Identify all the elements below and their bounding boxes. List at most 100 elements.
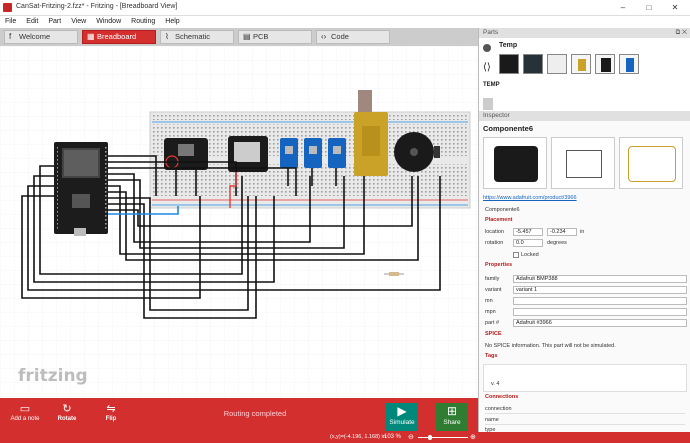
search-icon[interactable] bbox=[483, 44, 491, 52]
rotate-button[interactable]: ↻ Rotate bbox=[52, 402, 82, 422]
lora-module[interactable] bbox=[354, 90, 388, 176]
location-label: location bbox=[485, 229, 504, 235]
part-thumb-1[interactable] bbox=[499, 54, 519, 74]
conn-row-connection: connection bbox=[485, 404, 685, 414]
location-x-input[interactable]: -5.457 bbox=[513, 228, 543, 236]
flip-button[interactable]: ⇋ Flip bbox=[96, 402, 126, 422]
sensor-module-blue-2[interactable] bbox=[304, 138, 322, 168]
menu-window[interactable]: Window bbox=[96, 18, 122, 25]
inspector-body: Componente6 https://www.adafruit.com/pro… bbox=[479, 121, 690, 433]
inspector-title: Componente6 bbox=[483, 124, 534, 133]
conn-row-name: name bbox=[485, 415, 685, 425]
variant-select[interactable]: variant 1 bbox=[513, 286, 687, 294]
app-icon bbox=[3, 3, 12, 12]
tab-schematic[interactable]: ⌇Schematic bbox=[160, 30, 234, 44]
menu-help[interactable]: Help bbox=[165, 18, 180, 25]
blue-wire bbox=[108, 206, 179, 215]
version-label: v. 4 bbox=[491, 381, 500, 387]
flip-icon: ⇋ bbox=[106, 403, 116, 415]
zoom-slider-handle[interactable] bbox=[428, 435, 432, 440]
window-title: CanSat-Fritzing-2.fzz* - Fritzing - [Bre… bbox=[16, 3, 178, 10]
part-number-field[interactable]: Adafruit #3966 bbox=[513, 319, 687, 327]
pcb-icon: ▤ bbox=[243, 32, 251, 41]
prop-key-mn: mn bbox=[485, 298, 493, 304]
tags-section: Tags bbox=[485, 353, 498, 359]
resistor[interactable] bbox=[384, 272, 404, 276]
menu-view[interactable]: View bbox=[71, 18, 87, 25]
prop-key-variant: variant bbox=[485, 287, 502, 293]
part-thumb-2[interactable] bbox=[523, 54, 543, 74]
tab-pcb[interactable]: ▤PCB bbox=[238, 30, 312, 44]
sd-card-module[interactable] bbox=[228, 136, 268, 172]
product-link[interactable]: https://www.adafruit.com/product/3966 bbox=[483, 195, 577, 201]
play-icon: ▶ bbox=[397, 404, 407, 418]
locked-label: Locked bbox=[521, 252, 539, 258]
bmp388-module[interactable] bbox=[164, 138, 208, 170]
circuit-drawing bbox=[0, 46, 478, 398]
parts-search-term[interactable]: Temp bbox=[499, 42, 518, 49]
tags-input[interactable] bbox=[483, 364, 687, 392]
zoom-slider[interactable] bbox=[418, 437, 468, 438]
inspector-header: Inspector bbox=[479, 111, 690, 121]
menu-edit[interactable]: Edit bbox=[26, 18, 39, 25]
parts-header: Parts⧉ ✕ bbox=[479, 28, 690, 38]
mpn-field[interactable] bbox=[513, 308, 687, 316]
zoom-level: 103 % bbox=[384, 434, 402, 440]
part-thumb-4[interactable] bbox=[571, 54, 591, 74]
menu-bar: File Edit Part View Window Routing Help bbox=[0, 16, 690, 28]
prop-key-part-number: part # bbox=[485, 320, 500, 326]
buzzer[interactable] bbox=[394, 132, 440, 172]
note-icon: ▭ bbox=[19, 403, 31, 415]
location-unit[interactable]: in bbox=[580, 229, 585, 235]
prop-key-mpn: mpn bbox=[485, 309, 496, 315]
share-icon: ⊞ bbox=[446, 404, 458, 418]
zoom-in-icon[interactable]: ⊕ bbox=[470, 434, 476, 441]
schematic-icon: ⌇ bbox=[165, 32, 169, 41]
sensor-module-blue-1[interactable] bbox=[280, 138, 298, 168]
breadboard-canvas[interactable] bbox=[0, 46, 478, 398]
connections-section: Connections bbox=[485, 394, 519, 400]
prop-key-family: family bbox=[485, 276, 500, 282]
tab-breadboard[interactable]: ▦Breadboard bbox=[82, 30, 156, 44]
coordinates-readout: (x,y)=(-4.196, 1.168) in bbox=[330, 434, 386, 440]
menu-routing[interactable]: Routing bbox=[131, 18, 156, 25]
menu-part[interactable]: Part bbox=[48, 18, 62, 25]
fritzing-logo: fritzing bbox=[18, 366, 88, 386]
sensor-module-blue-3[interactable] bbox=[328, 138, 346, 168]
family-select[interactable]: Adafruit BMP388 bbox=[513, 275, 687, 283]
share-button[interactable]: ⊞ Share bbox=[436, 403, 468, 431]
panel-close-icon[interactable]: ⧉ ✕ bbox=[675, 29, 687, 36]
code-icon: ‹› bbox=[321, 32, 327, 41]
part-thumb-5[interactable] bbox=[595, 54, 615, 74]
add-note-button[interactable]: ▭ Add a note bbox=[8, 402, 42, 422]
conn-row-type: type bbox=[485, 427, 496, 433]
part-thumb-temp[interactable] bbox=[483, 98, 493, 110]
spice-section: SPICE bbox=[485, 331, 502, 337]
minimize-button[interactable]: – bbox=[620, 3, 626, 12]
tab-code[interactable]: ‹›Code bbox=[316, 30, 390, 44]
part-thumb-3[interactable] bbox=[547, 54, 567, 74]
schematic-view-preview bbox=[551, 137, 615, 189]
rotation-input[interactable]: 0.0 bbox=[513, 239, 543, 247]
status-bar: (x,y)=(-4.196, 1.168) in 103 % ⊖ ⊕ bbox=[0, 432, 690, 443]
parts-bin: Temp ⟨⟩ TEMP bbox=[479, 38, 690, 118]
part-thumb-6[interactable] bbox=[619, 54, 639, 74]
breadboard-icon: ▦ bbox=[87, 32, 95, 41]
simulate-button[interactable]: ▶ Simulate bbox=[386, 403, 418, 431]
location-y-input[interactable]: -0.234 bbox=[547, 228, 577, 236]
zoom-out-icon[interactable]: ⊖ bbox=[408, 434, 414, 441]
spice-text: No SPICE information. This part will not… bbox=[485, 343, 616, 349]
bin-icon[interactable]: ⟨⟩ bbox=[483, 62, 491, 73]
wires bbox=[21, 155, 441, 319]
mn-field[interactable] bbox=[513, 297, 687, 305]
esp32-board[interactable] bbox=[54, 142, 108, 236]
routing-status: Routing completed bbox=[223, 409, 287, 418]
menu-file[interactable]: File bbox=[5, 18, 17, 25]
locked-checkbox[interactable] bbox=[513, 252, 519, 258]
maximize-button[interactable]: □ bbox=[646, 3, 652, 12]
close-button[interactable]: ✕ bbox=[671, 3, 679, 12]
properties-section: Properties bbox=[485, 262, 513, 268]
rotate-icon: ↻ bbox=[62, 403, 72, 415]
